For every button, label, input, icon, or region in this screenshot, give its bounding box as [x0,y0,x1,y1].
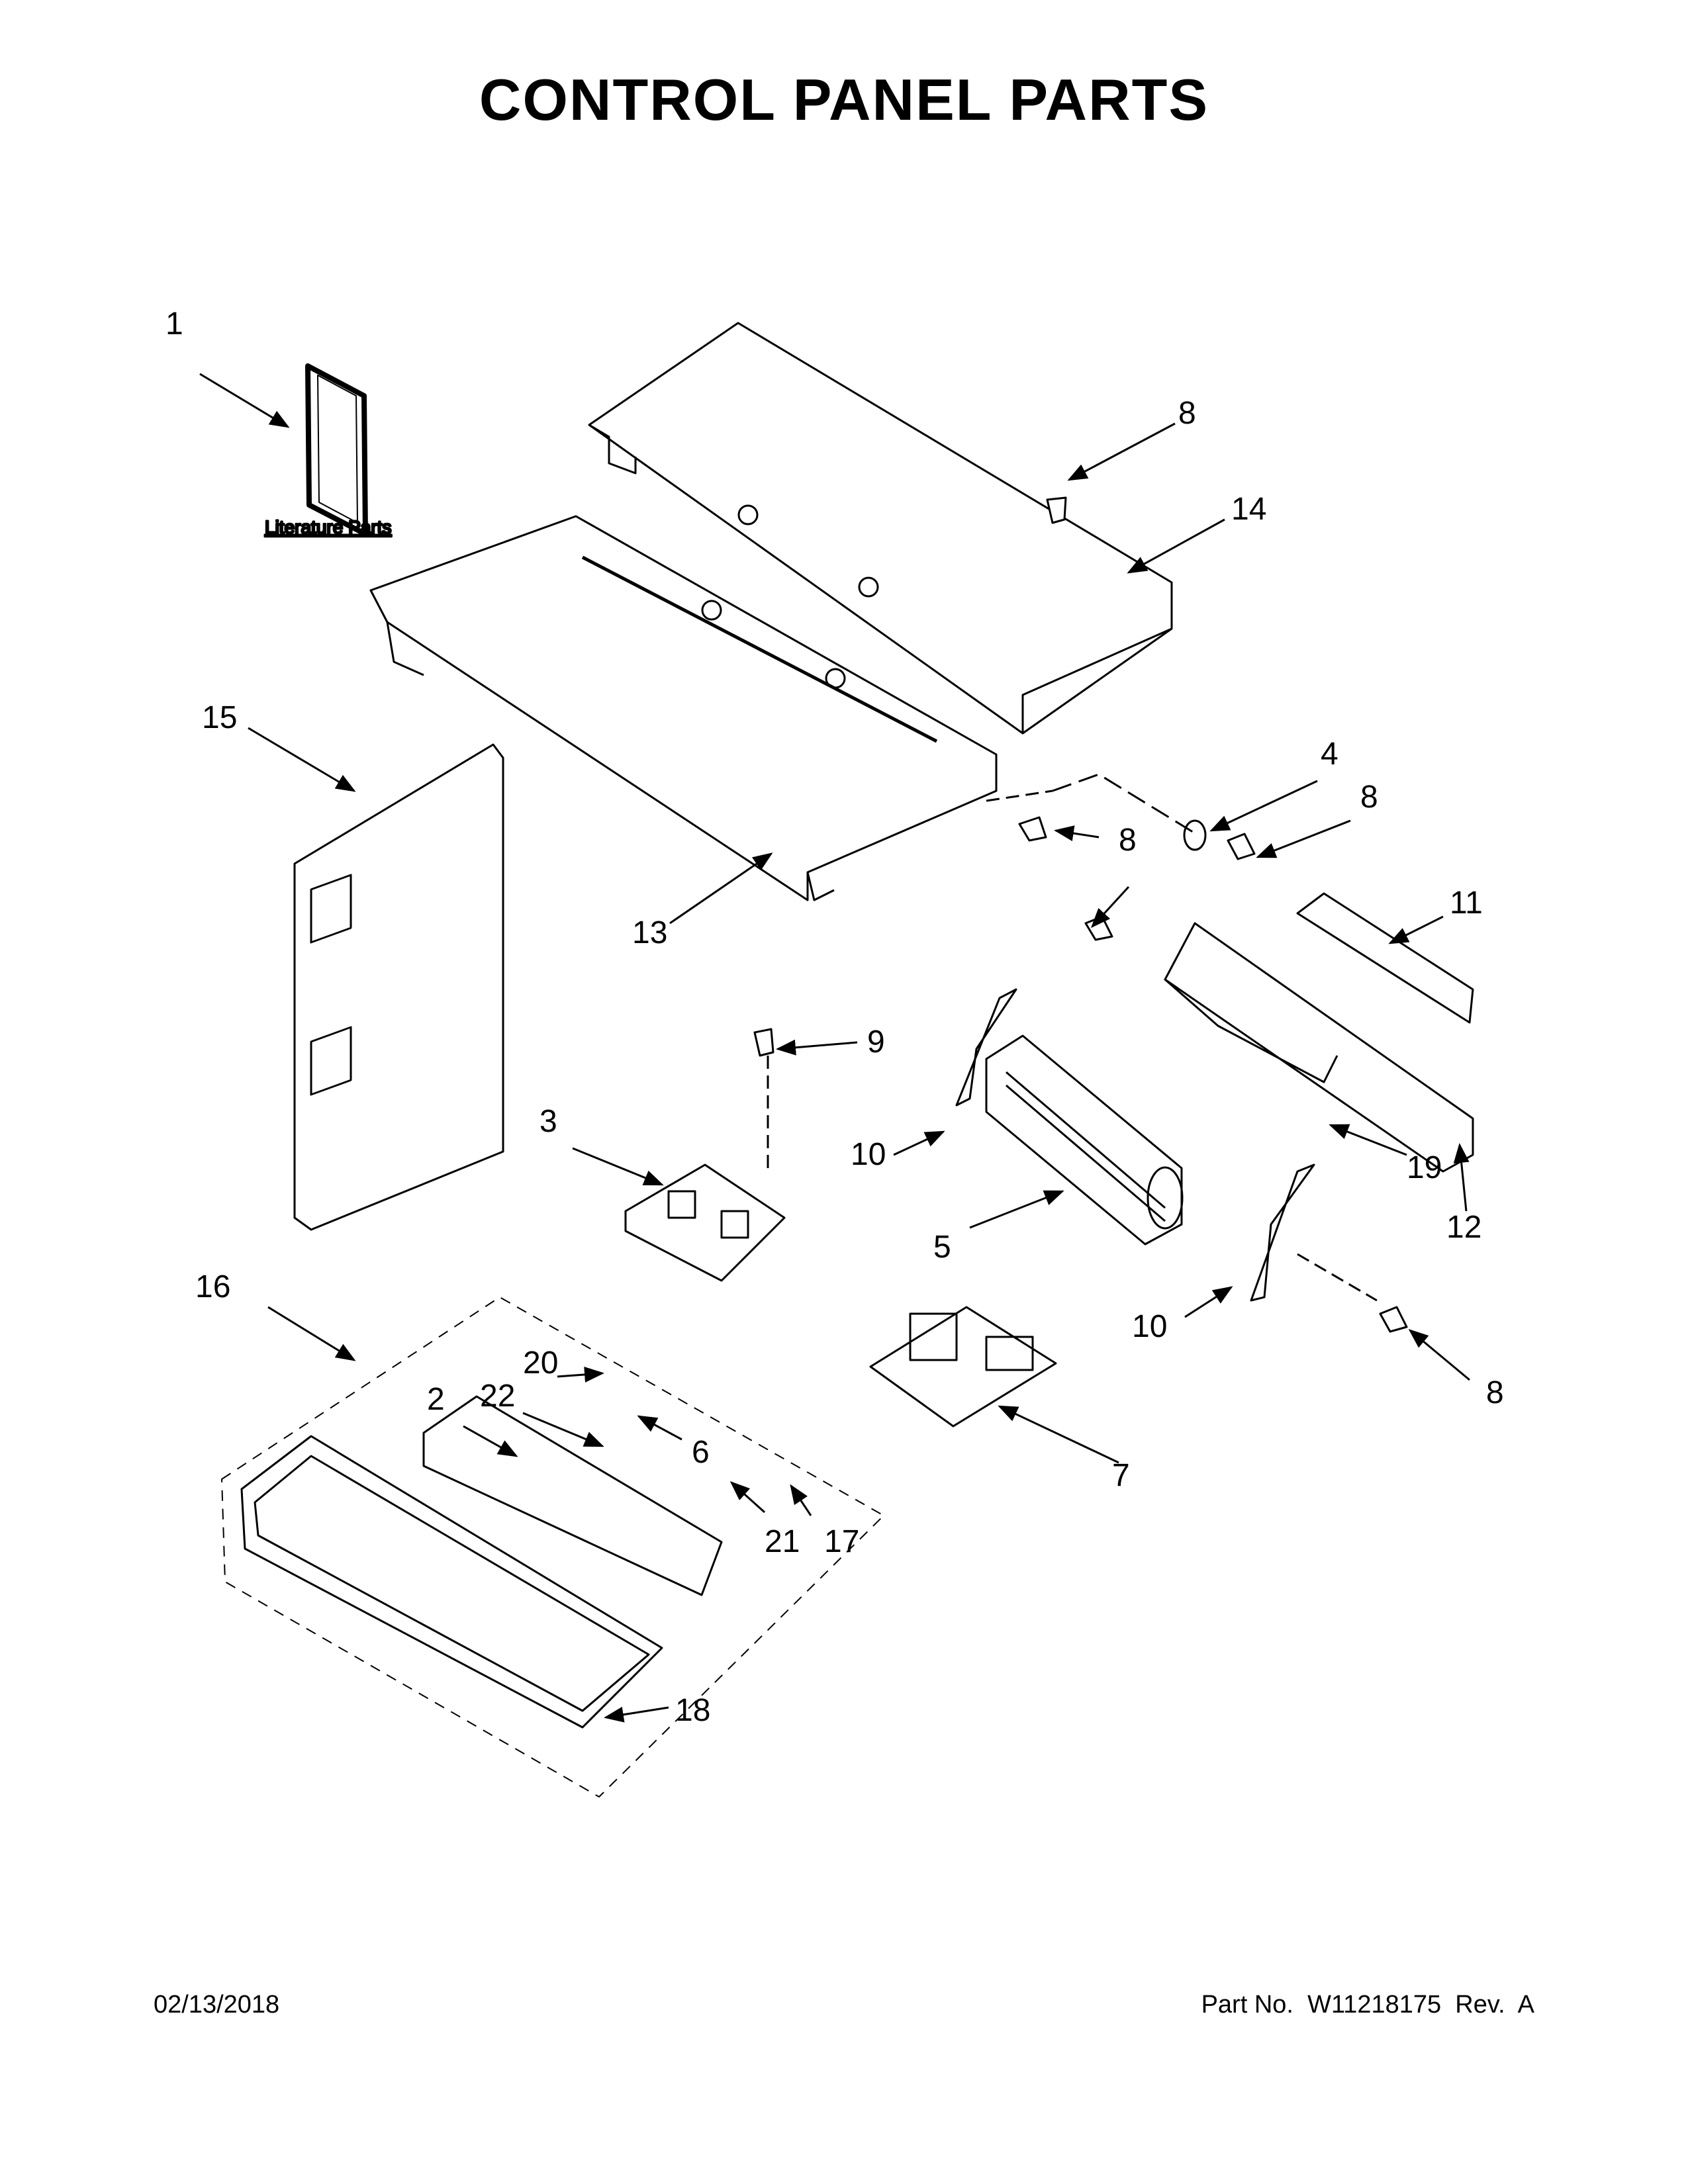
arrow-1 [199,373,290,428]
washer [1183,819,1207,851]
arrow-22 [522,1412,604,1447]
callout-19: 19 [1407,1150,1442,1185]
arrow-18 [604,1706,669,1723]
control-panel-face [240,1435,663,1729]
screw-relay [753,1028,774,1057]
arrow-8-right [1256,819,1351,858]
arrow-17 [790,1484,812,1516]
hinge-bracket-lower [1250,1163,1315,1302]
screw-hinge [1379,1306,1408,1333]
arrow-2 [463,1425,518,1457]
literature-booklet [305,363,368,537]
arrow-8-bracket [1090,886,1130,929]
cooling-fan [985,1034,1184,1246]
arrow-4 [1209,780,1318,832]
callout-20: 20 [523,1345,558,1381]
console-assembly-outline [221,1297,884,1797]
arrow-9 [776,1039,858,1056]
lower-control-cover [369,515,998,901]
callout-2: 2 [427,1382,445,1417]
literature-parts-label: Literature Parts [265,517,391,537]
callout-21: 21 [765,1524,800,1559]
callout-9: 9 [867,1024,885,1060]
arrow-8-left [1054,825,1100,841]
callout-16: 16 [195,1269,230,1304]
screw-cover-side [1018,816,1047,842]
arrow-6 [637,1415,682,1441]
callout-18: 18 [675,1693,710,1728]
arrow-13 [669,852,773,925]
screw-washer [1227,833,1256,860]
back-panel [293,743,504,1231]
arrow-8-top [1067,422,1176,481]
upper-control-cover [588,322,1173,735]
callout-10-upper: 10 [851,1137,886,1172]
callout-13: 13 [632,915,667,950]
page-title: CONTROL PANEL PARTS [479,67,1209,132]
callout-8-hinge: 8 [1486,1375,1504,1410]
arrow-10-lower [1184,1286,1233,1318]
arrow-16 [267,1306,356,1361]
callout-17: 17 [824,1524,859,1559]
arrow-10-upper [893,1130,945,1156]
callout-3: 3 [539,1104,557,1139]
callout-8-top: 8 [1178,396,1196,431]
arrow-5 [969,1190,1064,1229]
mounting-bracket [1164,892,1474,1173]
relay-board [624,1163,786,1282]
callout-22: 22 [480,1379,515,1414]
screw-top [1046,496,1067,524]
callout-4: 4 [1321,737,1338,772]
callout-1: 1 [165,306,183,341]
arrow-3 [572,1147,664,1186]
arrow-15 [248,727,356,792]
arrow-7 [998,1405,1119,1464]
hinge-bracket-upper [955,988,1017,1107]
callout-5: 5 [933,1230,951,1265]
arrow-14 [1127,518,1225,574]
callout-8-right: 8 [1360,780,1378,815]
arrow-19 [1329,1124,1407,1156]
arrow-8-hinge [1408,1329,1470,1381]
power-board [869,1306,1057,1428]
arrow-20 [557,1367,604,1383]
footer-date: 02/13/2018 [154,1991,280,2019]
callout-10-lower: 10 [1132,1309,1167,1344]
callout-11: 11 [1450,886,1483,921]
arrow-21 [729,1480,766,1514]
callout-6: 6 [692,1435,710,1470]
callout-15: 15 [202,700,237,735]
arrow-11 [1388,915,1444,944]
footer-part-number: Part No. W11218175 Rev. A [1201,1991,1534,2019]
callout-8-middle: 8 [1119,823,1137,858]
callout-14: 14 [1231,492,1266,527]
callout-7: 7 [1112,1458,1130,1493]
callout-12: 12 [1446,1210,1481,1245]
arrow-12 [1453,1143,1470,1212]
